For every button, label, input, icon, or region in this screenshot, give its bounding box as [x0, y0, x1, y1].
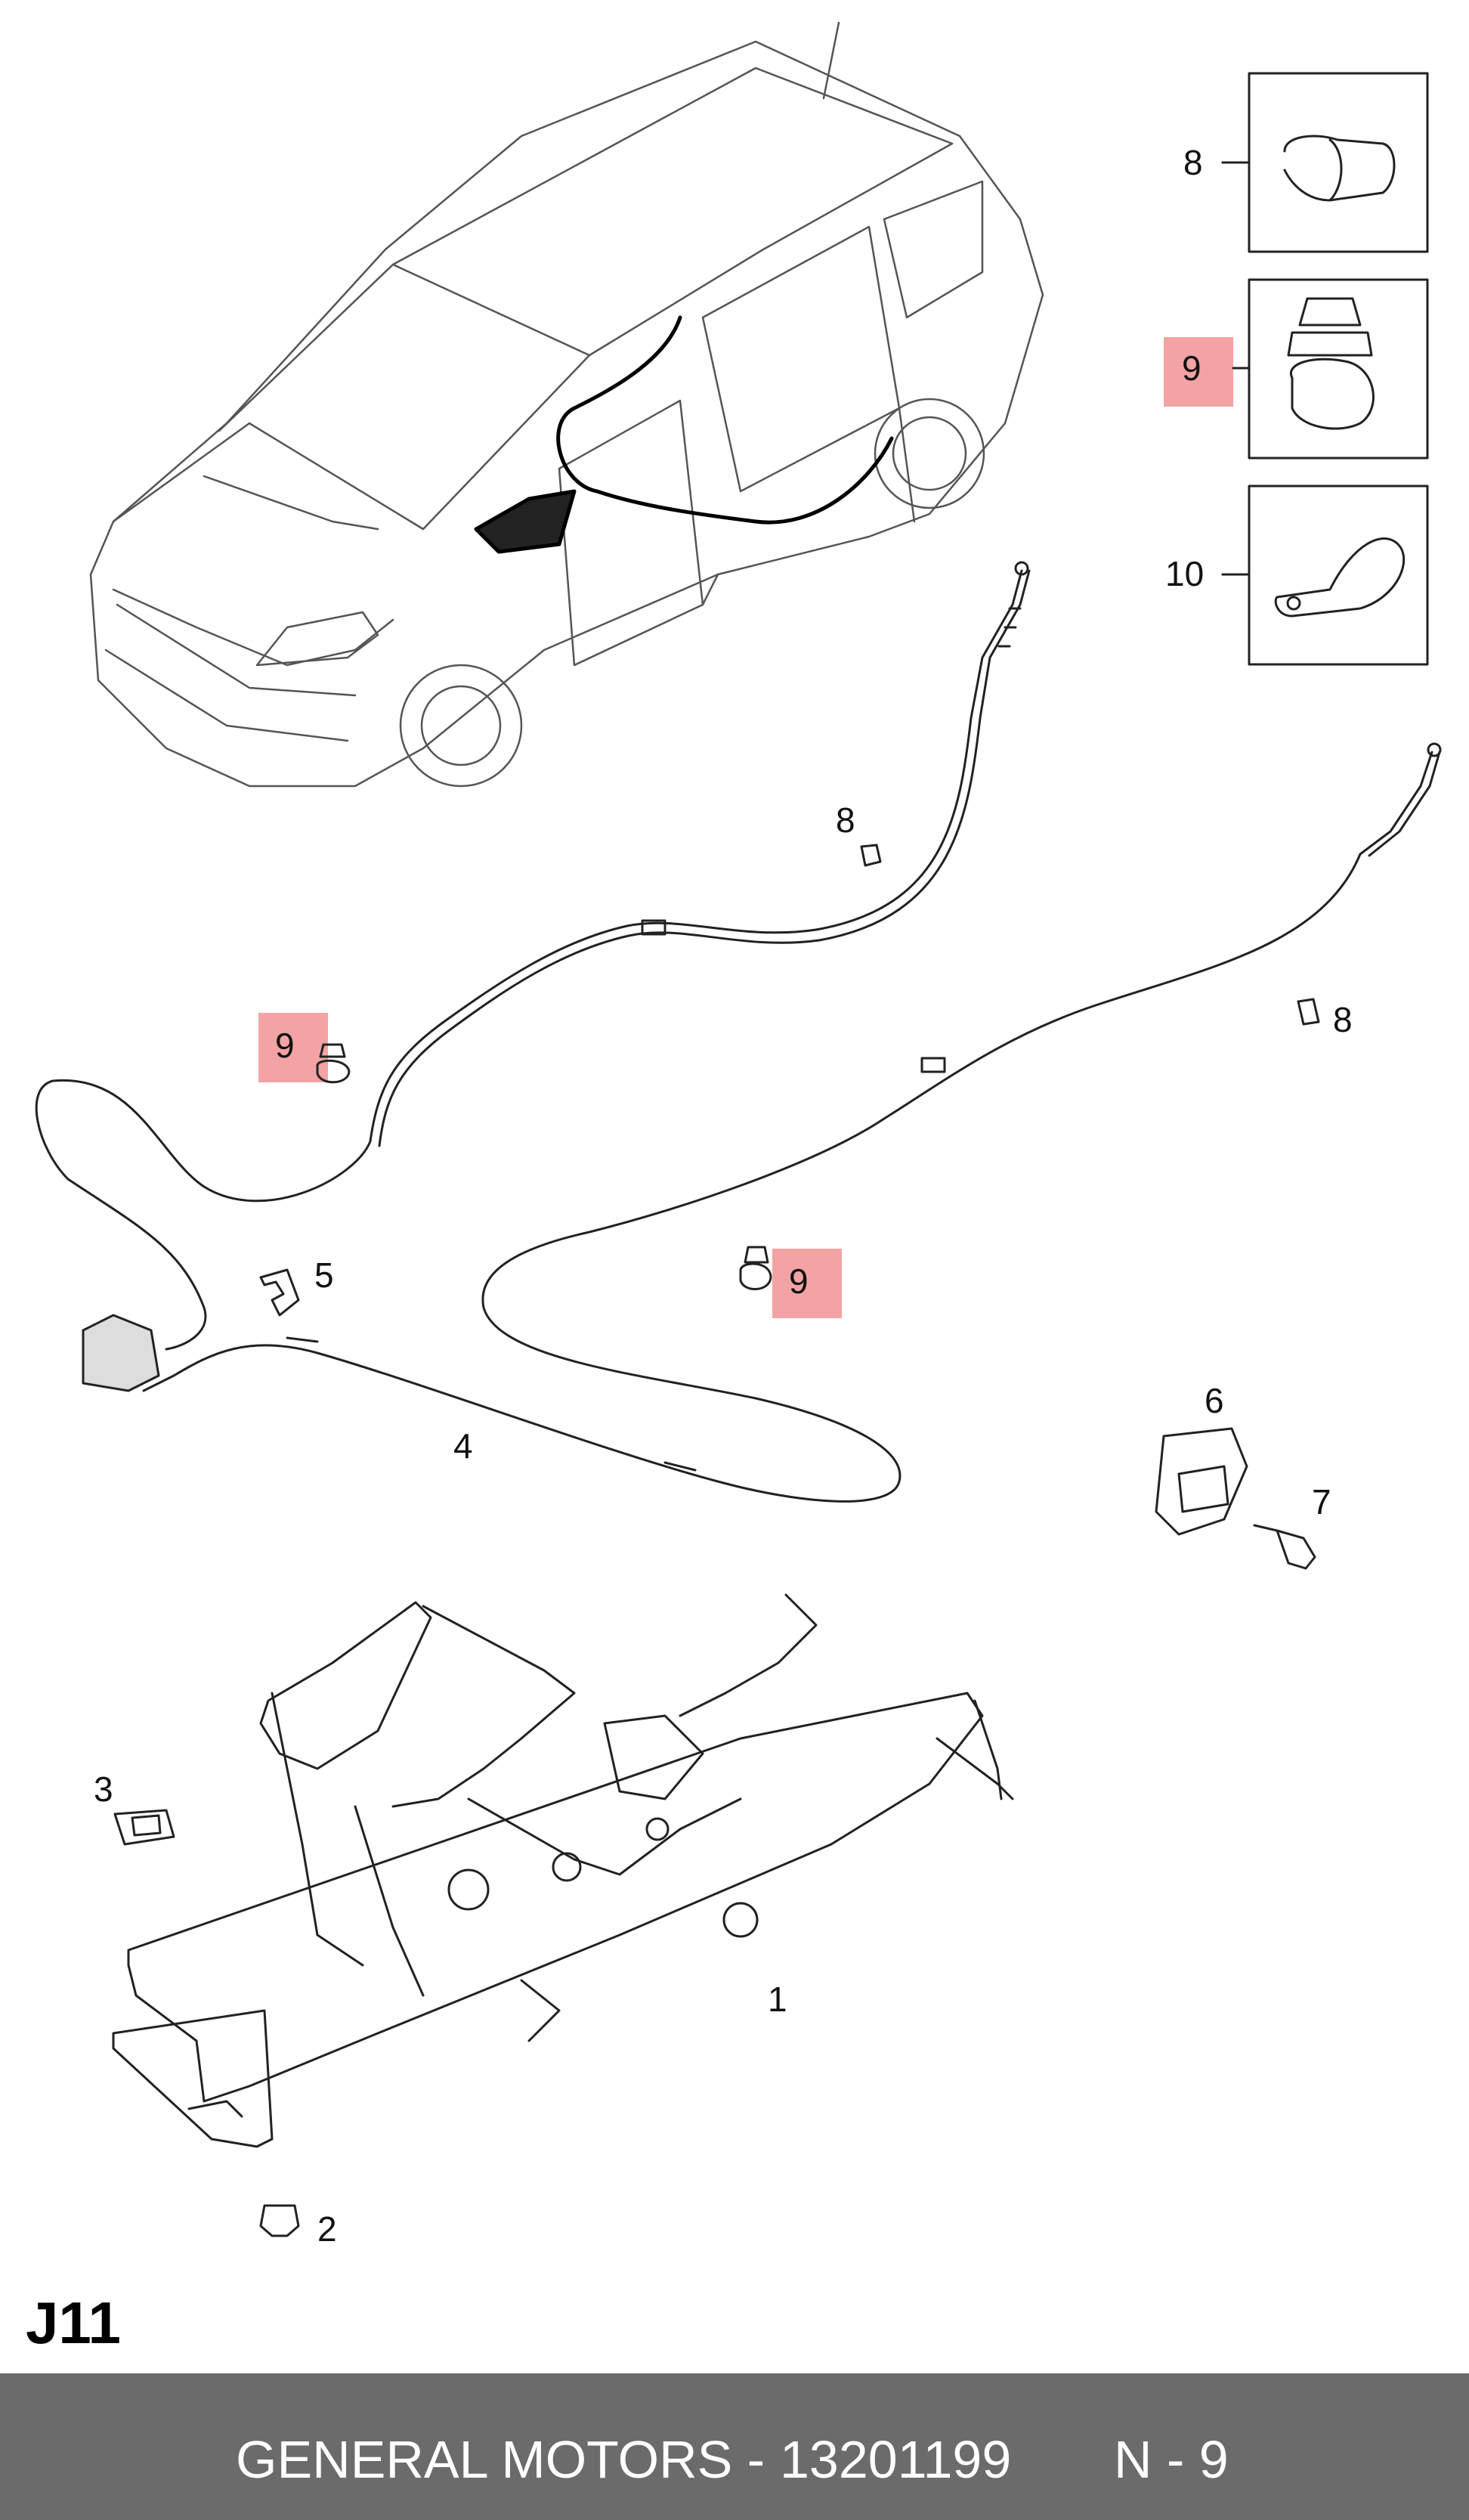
vehicle-illustration [89, 21, 1044, 788]
brake-cable-upper [35, 561, 1031, 1351]
callout-9-middle: 9 [789, 1262, 809, 1301]
highlight-legend-9 [1164, 337, 1233, 407]
part-9-clip-a [316, 1043, 351, 1084]
part-8-clip-a [860, 844, 882, 867]
callout-6: 6 [1205, 1381, 1224, 1420]
callout-10-box: 10 [1165, 554, 1205, 593]
part-8-clip-b [1297, 998, 1320, 1026]
handbrake-lever-assembly [112, 1593, 1014, 2148]
callout-4: 4 [453, 1426, 473, 1466]
brake-cable-lower [82, 742, 1442, 1503]
callout-8-right: 8 [1333, 1000, 1353, 1039]
footer-bar [0, 2373, 1469, 2520]
part-3-nut [113, 1809, 175, 1846]
section-code: J11 [26, 2289, 121, 2356]
part-2-plug [259, 2204, 300, 2237]
callout-3: 3 [94, 1769, 113, 1809]
callout-7: 7 [1312, 1482, 1331, 1522]
callout-8-upper: 8 [836, 800, 855, 840]
footer-brand: GENERAL MOTORS - [236, 2430, 765, 2489]
part-7-bolt [1253, 1524, 1316, 1570]
legend-box-9 [1232, 278, 1429, 460]
callout-8-box: 8 [1183, 143, 1203, 182]
footer-part-number: 13201199 [780, 2430, 1012, 2489]
vehicle-cable-routing [474, 315, 894, 554]
callout-5: 5 [314, 1255, 334, 1295]
callout-2: 2 [317, 2209, 337, 2249]
highlight-callout-9b [772, 1249, 842, 1318]
callout-9-box: 9 [1182, 348, 1201, 388]
callout-1: 1 [768, 1980, 787, 2019]
footer-reference: N - 9 [1114, 2430, 1229, 2489]
legend-box-8 [1221, 72, 1429, 253]
legend-box-10 [1221, 484, 1429, 666]
part-9-clip-b [739, 1246, 772, 1290]
part-5-clip [259, 1268, 300, 1317]
part-6-bracket [1155, 1427, 1248, 1536]
callout-9-left: 9 [275, 1026, 295, 1065]
